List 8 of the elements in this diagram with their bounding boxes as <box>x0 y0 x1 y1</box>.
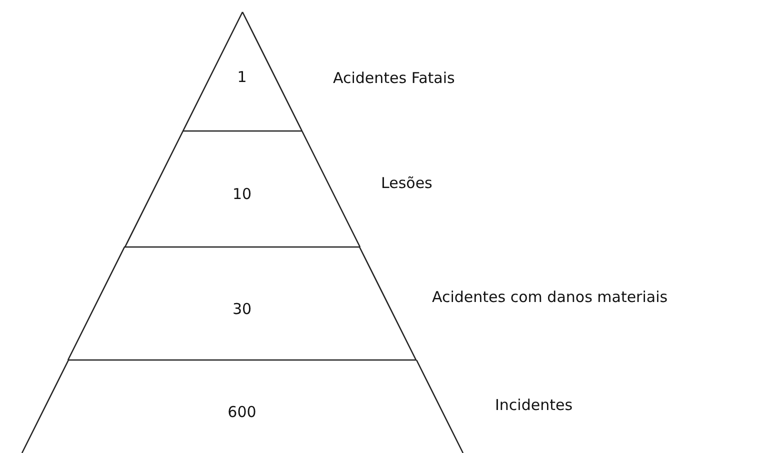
level-label: Lesões <box>381 174 432 192</box>
level-count: 1 <box>237 68 247 86</box>
level-label: Acidentes Fatais <box>333 69 455 87</box>
level-count: 30 <box>232 300 252 318</box>
level-label: Incidentes <box>495 396 573 414</box>
level-label: Acidentes com danos materiais <box>432 288 668 306</box>
level-count: 10 <box>232 185 252 203</box>
level-count: 600 <box>228 402 256 420</box>
